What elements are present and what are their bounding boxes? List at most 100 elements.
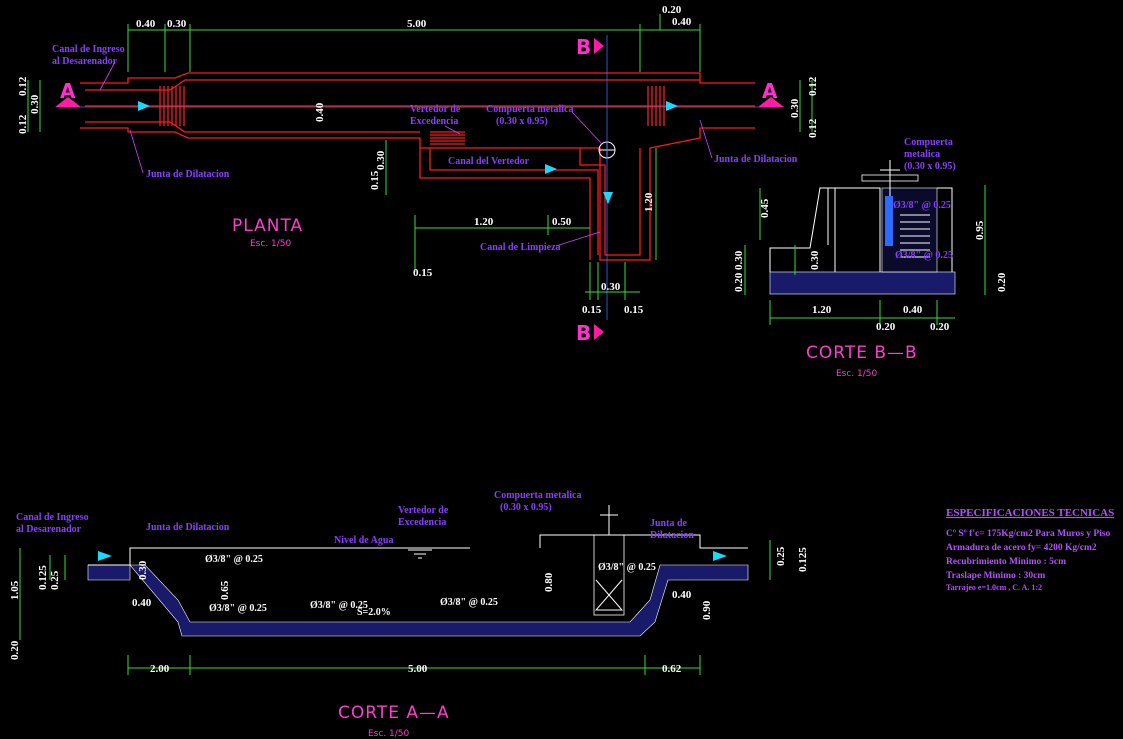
plan-outline-top <box>80 72 755 84</box>
plan-dim-mid-width: 0.40 <box>314 102 326 122</box>
plan-label-spillway-1: Vertedor de <box>410 104 461 115</box>
aa-dim-far-a: 0.25 <box>775 546 787 566</box>
plan-scale: Esc. 1/50 <box>250 239 292 249</box>
aa-label-gate-2: (0.30 x 0.95) <box>500 502 552 513</box>
plan-label-gate-1: Compuerta metalica <box>486 104 573 115</box>
aa-dim-in-b: 0.65 <box>219 580 231 600</box>
aa-label-joint-right-2: Dilatacion <box>650 530 694 541</box>
plan-label-clean-channel: Canal de Limpieza <box>480 242 561 253</box>
aa-label-slope: S=2.0% <box>357 607 391 618</box>
aa-dim-bot-b: 5.00 <box>408 663 428 675</box>
aa-label-inlet-2: al Desarenador <box>16 524 82 535</box>
spec-line-2: Armadura de acero fy= 4200 Kg/cm2 <box>946 543 1097 553</box>
plan-label-inlet-2: al Desarenador <box>52 56 118 67</box>
plan-label-gate-2: (0.30 x 0.95) <box>496 116 548 127</box>
spec-line-1: Cº Sº f'c= 175Kg/cm2 Para Muros y Piso <box>946 529 1111 539</box>
aa-label-spillway-1: Vertedor de <box>398 505 449 516</box>
plan-dim-right-b: 0.30 <box>789 98 801 118</box>
plan-inner-bottom <box>85 121 420 133</box>
plan-dim-top-e: 0.40 <box>672 16 692 28</box>
aa-label-joint-left: Junta de Dilatacion <box>146 522 230 533</box>
plan-label-joint-left: Junta de Dilatacion <box>146 169 230 180</box>
plan-dim-left-b: 0.30 <box>29 94 41 114</box>
aa-dim-right-b: 0.90 <box>701 600 713 620</box>
section-bb: 0.45 0.30 0.20 0.30 0.95 0.20 1.20 0.40 … <box>733 137 1008 379</box>
aa-dim-left-e: 0.20 <box>9 640 21 660</box>
bb-dim-bot-a: 1.20 <box>812 304 832 316</box>
aa-dim-in-a: 0.40 <box>132 597 152 609</box>
aa-label-rebar-e: Ø3/8" @ 0.25 <box>598 562 656 573</box>
aa-label-rebar-d: Ø3/8" @ 0.25 <box>440 597 498 608</box>
section-aa: 1.05 0.125 0.25 0.30 0.20 0.40 0.65 0.80… <box>9 490 809 739</box>
plan-dim-right-c: 0.12 <box>807 118 819 138</box>
plan-dim-ch-e: 0.15 <box>413 267 433 279</box>
aa-scale: Esc. 1/50 <box>368 729 410 739</box>
aa-label-gate-1: Compuerta metalica <box>494 490 581 501</box>
bb-title: CORTE B—B <box>806 343 918 363</box>
section-mark-b-top: B <box>576 35 591 59</box>
flow-arrow-icon <box>713 551 727 561</box>
section-marker-icon <box>55 97 81 107</box>
section-marker-icon <box>594 324 604 340</box>
plan-label-joint-right: Junta de Dilatacion <box>714 154 798 165</box>
plan-dim-top-c: 5.00 <box>407 18 427 30</box>
plan-dim-bot-c: 0.15 <box>624 304 644 316</box>
bb-label-gate-1: Compuerta <box>904 137 953 148</box>
aa-dim-left-d: 0.30 <box>137 560 149 580</box>
aa-dim-mid: 0.80 <box>543 572 555 592</box>
flow-arrow-icon <box>603 192 613 204</box>
bb-label-gate-2: metalica <box>904 149 940 160</box>
aa-title: CORTE A—A <box>338 703 450 723</box>
plan-dim-top-b: 0.30 <box>167 18 187 30</box>
aa-dim-left-c: 0.25 <box>49 570 61 590</box>
bb-dim-bot-c: 0.20 <box>876 321 896 333</box>
section-marker-icon <box>594 38 604 54</box>
plan-dim-left-c: 0.12 <box>17 114 29 134</box>
flow-arrow-icon <box>666 101 678 111</box>
aa-dim-far-b: 0.125 <box>797 547 809 572</box>
plan-dim-bot-b: 0.15 <box>582 304 602 316</box>
aa-concrete-shell <box>87 564 749 637</box>
plan-dim-top-a: 0.40 <box>136 18 156 30</box>
section-mark-b-bottom: B <box>576 321 591 345</box>
aa-dim-bot-a: 2.00 <box>150 663 170 675</box>
spec-line-4: Traslape Minimo : 30cm <box>946 571 1045 581</box>
plan-label-inlet-1: Canal de Ingreso <box>52 44 125 55</box>
aa-dim-left-b: 0.125 <box>37 565 49 590</box>
aa-dim-right-a: 0.40 <box>672 589 692 601</box>
bb-dim-left-b: 0.30 <box>733 250 745 270</box>
aa-wall-top-right <box>539 534 748 549</box>
plan-dim-top-d: 0.20 <box>662 4 682 16</box>
plan-dim-right-a: 0.12 <box>807 76 819 96</box>
plan-inner-top <box>85 79 700 91</box>
bb-dim-left-c: 0.20 <box>733 272 745 292</box>
spec-small: Tarrajeo e=1.0cm , C. A. 1:2 <box>946 583 1042 592</box>
plan-dim-ch-a: 0.30 <box>375 150 387 170</box>
flow-arrow-icon <box>138 101 150 111</box>
aa-dim-left-a: 1.05 <box>9 580 21 600</box>
plan-view: 0.40 0.30 5.00 0.20 0.40 0.12 0.30 0.12 … <box>17 4 819 345</box>
section-bb-wall-left <box>769 187 881 272</box>
spill-channel-outer <box>419 148 591 260</box>
section-bb-gate-blade <box>885 196 893 246</box>
flow-arrow-icon <box>98 551 112 561</box>
bb-dim-left-d: 0.30 <box>809 250 821 270</box>
bb-dim-right-b: 0.20 <box>996 272 1008 292</box>
bb-label-gate-3: (0.30 x 0.95) <box>904 161 956 172</box>
specifications: ESPECIFICACIONES TECNICAS Cº Sº f'c= 175… <box>946 507 1114 592</box>
plan-dim-bot-a: 0.30 <box>601 281 621 293</box>
section-bb-slab <box>769 271 956 295</box>
clean-channel <box>579 148 641 256</box>
aa-label-rebar-a: Ø3/8" @ 0.25 <box>205 554 263 565</box>
aa-label-water: Nivel de Agua <box>334 535 393 546</box>
bb-dim-right-a: 0.95 <box>974 220 986 240</box>
plan-label-spill-channel: Canal del Vertedor <box>448 156 530 167</box>
spill-channel-inner <box>429 148 599 255</box>
plan-dim-ch-c: 1.20 <box>474 216 494 228</box>
plan-dim-ch-b: 0.15 <box>369 170 381 190</box>
plan-title: PLANTA <box>232 216 303 236</box>
spec-line-3: Recubrimiento Minimo : 5cm <box>946 557 1066 567</box>
aa-label-inlet-1: Canal de Ingreso <box>16 512 89 523</box>
plan-outline-bottom <box>80 127 755 261</box>
